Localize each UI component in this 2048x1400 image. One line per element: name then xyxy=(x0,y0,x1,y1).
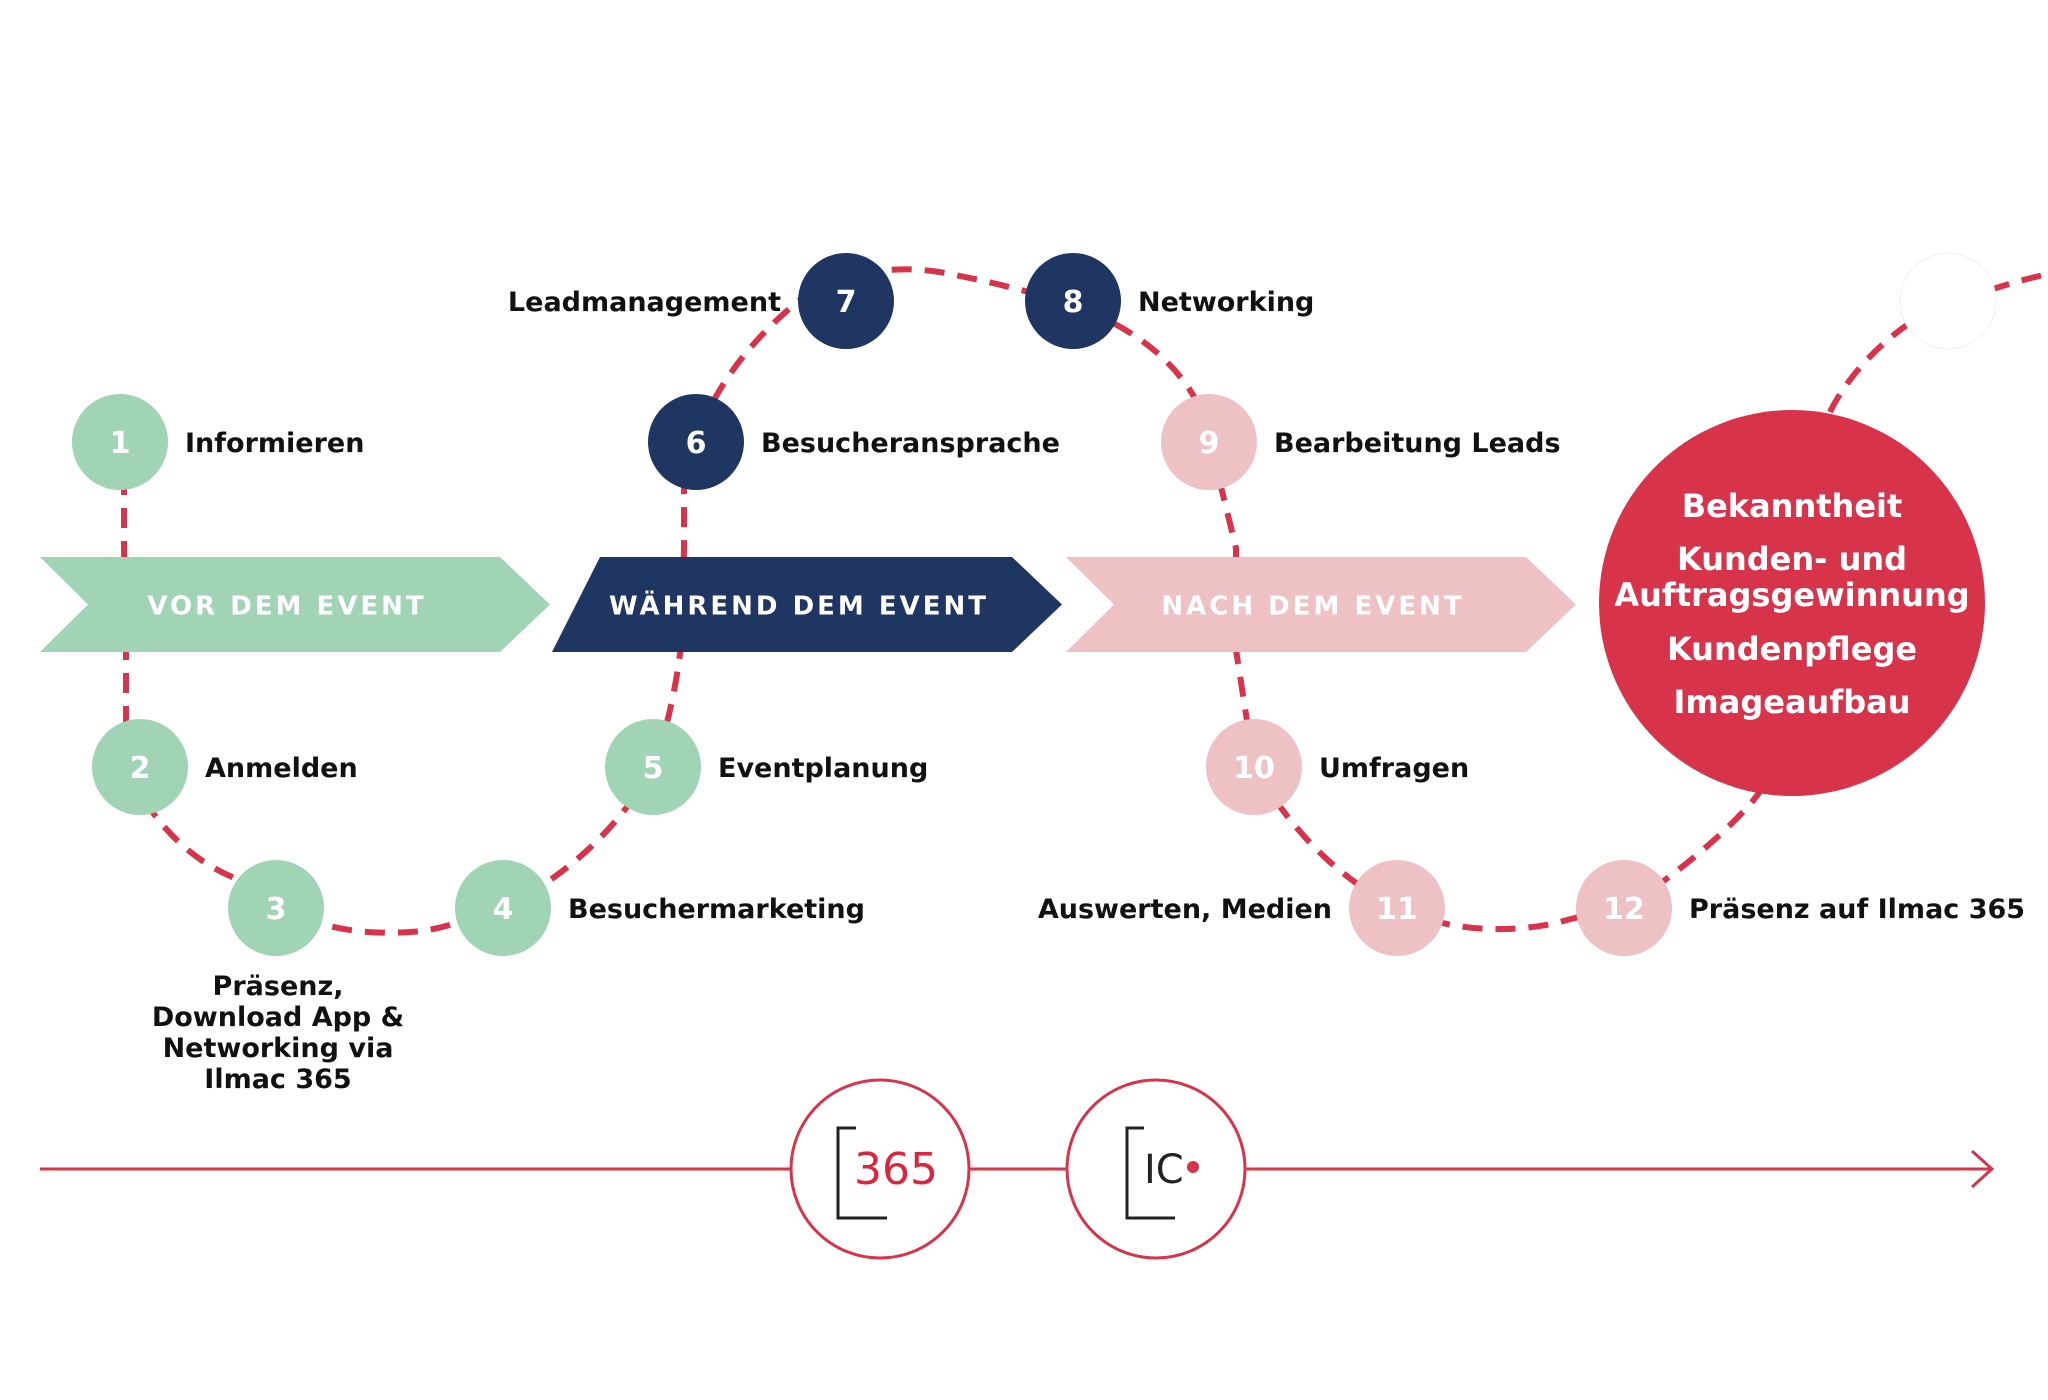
step-7: 7 Leadmanagement xyxy=(508,253,894,349)
phase-label: WÄHREND DEM EVENT xyxy=(609,590,989,622)
step-circle xyxy=(455,860,551,956)
step-circle xyxy=(605,719,701,815)
step-label: Informieren xyxy=(185,428,364,459)
step-circle xyxy=(1349,860,1445,956)
step-label: Umfragen xyxy=(1319,753,1469,784)
step-label: Besuchermarketing xyxy=(568,894,865,925)
goal-line-4: Kundenpflege xyxy=(1667,630,1917,668)
step-circle xyxy=(72,394,168,490)
step-circle xyxy=(1161,394,1257,490)
phase-label: NACH DEM EVENT xyxy=(1161,592,1464,622)
step-circle xyxy=(92,719,188,815)
step-number: 1 xyxy=(1938,285,1959,320)
timeline: 365 IC xyxy=(40,1078,1995,1260)
ic-logo: IC xyxy=(1065,1078,1247,1260)
step-circle xyxy=(1206,719,1302,815)
step-6: 6 Besucheransprache xyxy=(648,394,1060,490)
step-number: 1 xyxy=(110,426,131,461)
ilmac365-logo: 365 xyxy=(789,1078,971,1260)
phase-3: NACH DEM EVENT xyxy=(1066,557,1576,652)
step-2: 2 Anmelden xyxy=(92,719,358,815)
step-label: Bearbeitung Leads xyxy=(1274,428,1561,459)
phase-chevrons: VOR DEM EVENT WÄHREND DEM EVENT NACH DEM E… xyxy=(40,557,1576,652)
step-label: Präsenz, xyxy=(213,971,344,1002)
goal-line-1: Bekanntheit xyxy=(1682,487,1903,525)
step-circle xyxy=(798,253,894,349)
step-8: 8 Networking xyxy=(1025,253,1314,349)
ic-logo-dot xyxy=(1187,1161,1199,1173)
step-label: Networking xyxy=(1138,287,1314,318)
step-number: 5 xyxy=(643,751,664,786)
phase-chevron-shape xyxy=(552,557,1062,652)
step-label: Leadmanagement xyxy=(508,287,781,318)
step-number: 8 xyxy=(1063,285,1084,320)
ic-logo-text: IC xyxy=(1144,1147,1184,1193)
step-11: 11 Auswerten, Medien xyxy=(1038,860,1445,956)
step-label: Auswerten, Medien xyxy=(1038,894,1332,925)
step-number: 6 xyxy=(686,426,707,461)
step-number: 7 xyxy=(836,285,857,320)
step-label: Anmelden xyxy=(205,753,358,784)
step-circle xyxy=(1899,252,1997,350)
step-13: 1 xyxy=(1899,252,1997,350)
timeline-arrow-icon xyxy=(1970,1149,1995,1189)
phase-2: WÄHREND DEM EVENT xyxy=(552,557,1062,652)
step-number: 11 xyxy=(1376,892,1418,927)
step-number: 9 xyxy=(1199,426,1220,461)
step-circle xyxy=(1576,860,1672,956)
step-number: 10 xyxy=(1233,751,1275,786)
step-4: 4 Besuchermarketing xyxy=(455,860,865,956)
phase-chevron-shape xyxy=(1066,557,1576,652)
step-10: 10 Umfragen xyxy=(1206,719,1469,815)
phase-label: VOR DEM EVENT xyxy=(147,592,426,622)
step-label: Download App & xyxy=(152,1002,404,1033)
phase-chevron-shape xyxy=(40,557,550,652)
step-circle xyxy=(1025,253,1121,349)
step-label: Networking via xyxy=(163,1033,394,1064)
goal-circle: Bekanntheit Kunden- und Auftragsgewinnun… xyxy=(1599,410,1985,796)
step-1: 1 Informieren xyxy=(72,394,364,490)
step-5: 5 Eventplanung xyxy=(605,719,928,815)
step-circle xyxy=(648,394,744,490)
ilmac365-logo-text: 365 xyxy=(854,1144,938,1195)
step-label: Eventplanung xyxy=(718,753,928,784)
step-circle xyxy=(228,860,324,956)
goal-line-5: Imageaufbau xyxy=(1673,683,1910,721)
step-label: Ilmac 365 xyxy=(204,1064,351,1095)
step-number: 3 xyxy=(266,892,287,927)
goal-line-3: Auftragsgewinnung xyxy=(1614,576,1969,614)
step-number: 12 xyxy=(1603,892,1645,927)
goal-line-2: Kunden- und xyxy=(1677,540,1907,578)
step-number: 4 xyxy=(493,892,514,927)
step-label: Besucheransprache xyxy=(761,428,1060,459)
step-9: 9 Bearbeitung Leads xyxy=(1161,394,1561,490)
phase-1: VOR DEM EVENT xyxy=(40,557,550,652)
step-label: Präsenz auf Ilmac 365 xyxy=(1689,894,2025,925)
step-number: 2 xyxy=(130,751,151,786)
step-12: 12 Präsenz auf Ilmac 365 xyxy=(1576,860,2025,956)
